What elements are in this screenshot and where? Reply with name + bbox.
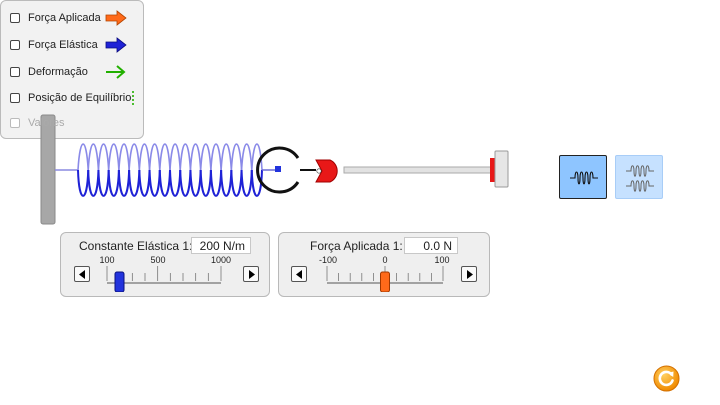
spring-coil-back	[107, 143, 120, 171]
spring-coil-back	[230, 143, 243, 171]
spring-coil-back	[250, 143, 263, 171]
spring-coil-front	[220, 169, 233, 197]
applied-force-increase-button[interactable]	[461, 266, 477, 282]
one-spring-mode-button[interactable]	[559, 155, 607, 199]
spring-constant-increase-button[interactable]	[243, 266, 259, 282]
spring-end-knob	[275, 166, 281, 172]
green-arrow-icon	[106, 65, 126, 79]
spring-coil-front	[97, 169, 110, 197]
rod-end-red	[490, 158, 495, 182]
spring-coil-front	[117, 169, 131, 197]
spring-coil-front	[87, 169, 100, 197]
displacement-checkbox[interactable]	[10, 67, 20, 77]
values-checkbox-row: Valores	[10, 115, 64, 131]
triangle-right-icon	[467, 270, 473, 279]
spring-force-checkbox[interactable]	[10, 40, 20, 50]
applied-force-checkbox[interactable]	[10, 13, 20, 23]
spring-coil-back	[148, 143, 161, 171]
applied-force-tick-mid: 0	[382, 255, 388, 265]
wall	[40, 114, 56, 225]
spring-coil-back	[210, 143, 222, 171]
applied-force-tick-max: 100	[434, 255, 450, 265]
spring-coil-front	[148, 169, 161, 197]
spring-constant-slider[interactable]	[97, 266, 231, 292]
applied-force-title: Força Aplicada 1:	[310, 239, 403, 253]
applied-force-checkbox-label: Força Aplicada	[28, 12, 101, 24]
spring-coil-front	[169, 169, 182, 197]
applied-force-panel: Força Aplicada 1: 0.0 N -100 0 100	[278, 232, 490, 297]
applied-force-slider[interactable]	[317, 266, 453, 292]
displacement-checkbox-label: Deformação	[28, 66, 88, 78]
spring-coil-front	[107, 169, 120, 197]
spring-coil-front	[158, 169, 171, 197]
spring-coil-front	[240, 169, 253, 197]
spring-coil-back	[220, 143, 233, 171]
equilibrium-line-icon	[132, 91, 134, 105]
spring-coil-back	[97, 143, 110, 171]
spring-constant-tick-mid: 500	[150, 255, 166, 265]
triangle-left-icon	[79, 270, 85, 279]
hook[interactable]	[256, 146, 300, 194]
triangle-left-icon	[296, 270, 302, 279]
spring-coil-back	[87, 143, 100, 171]
pull-grip[interactable]	[315, 159, 338, 183]
double-spring-icon	[626, 165, 654, 192]
applied-force-decrease-button[interactable]	[291, 266, 307, 282]
spring-coil-front	[250, 169, 263, 197]
orange-arrow-icon	[105, 10, 127, 26]
applied-force-value[interactable]: 0.0 N	[404, 237, 458, 254]
applied-force-tick-min: -100	[318, 255, 338, 265]
spring-coil-front	[199, 169, 212, 197]
spring-constant-decrease-button[interactable]	[74, 266, 90, 282]
spring-coil-front	[230, 169, 243, 197]
spring-coil-back	[189, 143, 202, 171]
spring-constant-tick-max: 1000	[210, 255, 232, 265]
spring-scene	[40, 114, 509, 225]
spring-coil-back	[138, 143, 151, 171]
spring-coil-back	[128, 143, 141, 171]
spring-coil-back	[179, 143, 192, 171]
spring-coil-front	[189, 169, 202, 197]
rod-end-block	[494, 150, 509, 188]
spring-coil-front	[128, 169, 141, 197]
applied-force-checkbox-row[interactable]: Força Aplicada	[10, 10, 101, 26]
spring-coil-front	[179, 169, 192, 197]
spring-constant-tick-min: 100	[99, 255, 115, 265]
spring-coil-back	[199, 143, 212, 171]
spring-coil-back	[169, 143, 182, 171]
values-checkbox-label: Valores	[28, 117, 65, 129]
single-spring-icon	[570, 171, 598, 185]
blue-arrow-icon	[105, 37, 127, 53]
spring-constant-value[interactable]: 200 N/m	[191, 237, 251, 254]
displacement-checkbox-row[interactable]: Deformação	[10, 64, 88, 80]
equilibrium-checkbox-label: Posição de Equilíbrio	[28, 92, 132, 104]
spring-coil-back	[158, 143, 171, 171]
pull-rod	[343, 166, 495, 174]
applied-force-thumb[interactable]	[380, 271, 390, 292]
spring-coil-back	[77, 143, 90, 171]
spring-constant-panel: Constante Elástica 1: 200 N/m 100 500 10…	[60, 232, 270, 297]
reset-button[interactable]	[653, 365, 680, 392]
spring-force-checkbox-label: Força Elástica	[28, 39, 98, 51]
two-springs-mode-button[interactable]	[615, 155, 663, 199]
triangle-right-icon	[249, 270, 255, 279]
spring-coil-back	[240, 143, 253, 171]
spring-coil-back	[118, 143, 130, 171]
equilibrium-checkbox-row[interactable]: Posição de Equilíbrio	[10, 90, 131, 106]
spring-coil-front	[209, 169, 223, 197]
values-checkbox	[10, 118, 20, 128]
spring-coil[interactable]	[77, 143, 263, 197]
applied-force-ticks	[326, 266, 444, 281]
spring-coil-front	[77, 169, 90, 197]
display-options-panel: Força Aplicada Força Elástica Deformação…	[0, 0, 144, 139]
spring-coil-front	[138, 169, 151, 197]
spring-constant-title: Constante Elástica 1:	[79, 239, 193, 253]
grip-pin	[316, 168, 322, 174]
reset-icon	[658, 370, 674, 387]
equilibrium-checkbox[interactable]	[10, 93, 20, 103]
spring-constant-thumb[interactable]	[114, 271, 125, 292]
spring-force-checkbox-row[interactable]: Força Elástica	[10, 37, 98, 53]
